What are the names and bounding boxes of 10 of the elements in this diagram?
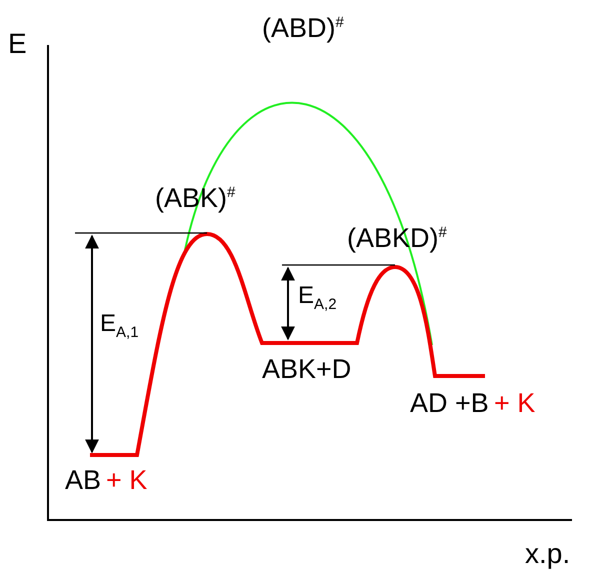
catalyst-label: + K: [106, 467, 148, 494]
species-label: ABK+D: [262, 356, 352, 383]
axis-label: x.p.: [525, 540, 570, 568]
energy-label: E$_{A,2}$: [298, 284, 337, 312]
energy-label: E$_{A,1}$: [100, 312, 139, 340]
transition-state-label: (ABD)$^{#}$: [262, 15, 344, 42]
axis-label: E: [8, 30, 27, 58]
catalyst-label: + K: [494, 390, 536, 417]
species-label: AB: [65, 467, 102, 494]
species-label: AD +B: [410, 390, 489, 417]
